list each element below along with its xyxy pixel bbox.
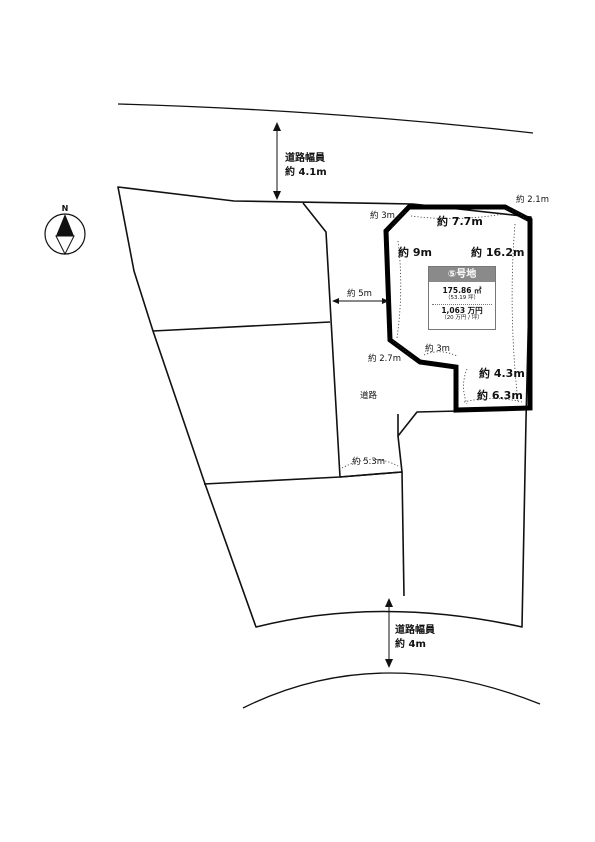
top-road-edge [117, 103, 534, 134]
dim-label-3m-top: 約 3m [370, 210, 395, 221]
dim-arc-2-1m [505, 208, 527, 221]
dim-arc-16-2m [511, 223, 519, 403]
dim-label-5m: 約 5m [347, 288, 372, 299]
inner-road-label: 道路 [360, 390, 378, 401]
lot-5-title: ⑤号地 [429, 267, 495, 282]
dim-label-2-1m: 約 2.1m [516, 194, 549, 205]
road-bottom-edge [339, 435, 403, 478]
left-lots-boundary [203, 202, 341, 485]
lot-5-info-box: ⑤号地 175.86 ㎡ （53.19 坪） 1,063 万円 （20 万円 /… [428, 266, 496, 330]
north-arrow-icon [44, 213, 86, 256]
lot-5-area: 175.86 ㎡ [442, 286, 482, 295]
dim-label-4-3m: 約 4.3m [479, 366, 525, 380]
dim-label-9m: 約 9m [398, 245, 432, 259]
bottom-road-width-arrow [385, 598, 393, 668]
lot-5-area-tsubo: （53.19 坪） [445, 295, 479, 301]
lot-5-price-per-tsubo: （20 万円 / 坪） [441, 315, 483, 321]
top-road-width-label: 道路幅員 [285, 151, 325, 164]
dim-label-6-3m: 約 6.3m [477, 388, 523, 402]
dim-label-2-7m: 約 2.7m [368, 353, 401, 364]
lot-5-boundary [383, 204, 533, 413]
info-divider [432, 304, 492, 305]
dim-arc-2-7m [392, 340, 416, 361]
top-road-width-value: 約 4.1m [285, 165, 327, 178]
compass-label: N [62, 204, 69, 213]
subdivision-outline [117, 186, 532, 628]
lot-5-price: 1,063 万円 [441, 306, 483, 315]
dim-arrow-5m [332, 298, 389, 304]
lot-divider-1 [152, 321, 331, 332]
bottom-road-width-value: 約 4m [395, 637, 426, 650]
bottom-road-width-label: 道路幅員 [395, 623, 435, 636]
dim-label-16-2m: 約 16.2m [471, 245, 524, 259]
dim-arc-7-7m [410, 213, 504, 219]
dim-arc-3m-mid [423, 351, 458, 357]
dim-arc-9m [396, 240, 402, 339]
dim-label-3m-mid: 約 3m [425, 343, 450, 354]
top-road-width-arrow [273, 122, 281, 200]
dim-label-5-3m: 約 5.3m [352, 456, 385, 467]
right-lower-lot-boundary [339, 471, 405, 597]
dim-arc-3m-top [391, 211, 407, 228]
road-inner-edge [397, 410, 460, 437]
bottom-road-edge [242, 672, 541, 709]
dim-arc-4-3m [463, 368, 468, 405]
dim-label-7-7m: 約 7.7m [437, 214, 483, 228]
